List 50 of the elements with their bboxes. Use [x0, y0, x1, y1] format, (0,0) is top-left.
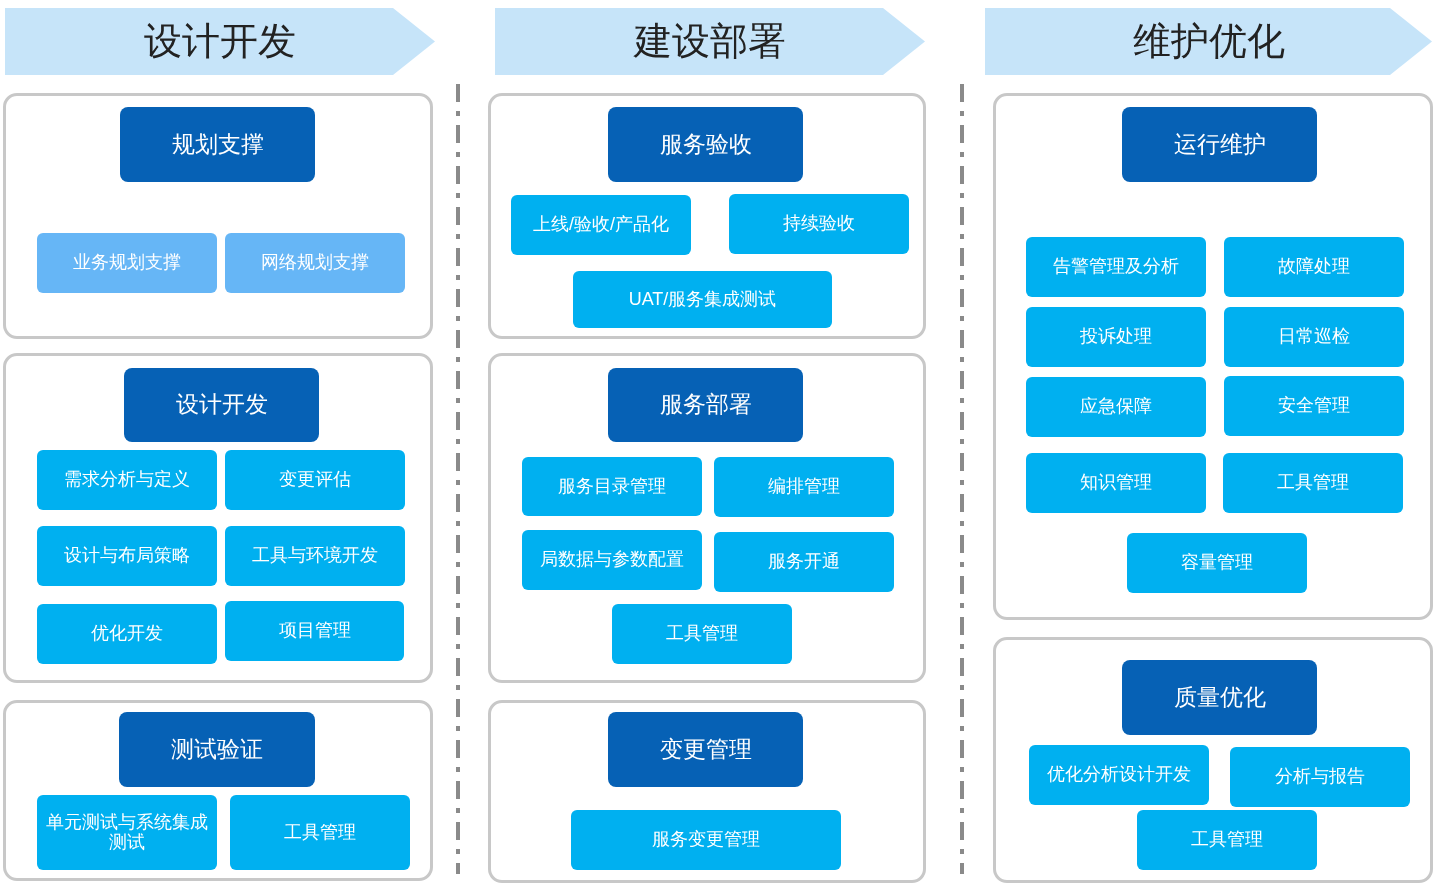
task-box: 服务变更管理: [571, 810, 841, 870]
task-box: 网络规划支撑: [225, 233, 405, 293]
phase-banner: 设计开发: [5, 8, 435, 75]
task-box: 知识管理: [1026, 453, 1206, 513]
group-panel: [3, 93, 433, 339]
section-header: 规划支撑: [120, 107, 315, 182]
task-box: 工具管理: [612, 604, 792, 664]
task-box: 单元测试与系统集成测试: [37, 795, 217, 870]
task-box: 优化开发: [37, 604, 217, 664]
group-panel: [3, 353, 433, 683]
task-box: 工具管理: [1223, 453, 1403, 513]
section-header: 设计开发: [124, 368, 319, 442]
group-panel: [993, 637, 1433, 883]
task-box: UAT/服务集成测试: [573, 271, 832, 328]
group-panel: [3, 700, 433, 881]
task-box: 安全管理: [1224, 376, 1404, 436]
task-box: 告警管理及分析: [1026, 237, 1206, 297]
task-box: 工具管理: [1137, 810, 1317, 870]
task-box: 投诉处理: [1026, 307, 1206, 367]
task-box: 工具管理: [230, 795, 410, 870]
task-box: 编排管理: [714, 457, 894, 517]
section-header: 质量优化: [1122, 660, 1317, 735]
task-box: 业务规划支撑: [37, 233, 217, 293]
task-box: 优化分析设计开发: [1029, 745, 1209, 805]
task-box: 项目管理: [225, 601, 404, 661]
section-header: 运行维护: [1122, 107, 1317, 182]
task-box: 故障处理: [1224, 237, 1404, 297]
phase-banner: 维护优化: [985, 8, 1432, 75]
task-box: 容量管理: [1127, 533, 1307, 593]
task-box: 设计与布局策略: [37, 526, 217, 586]
task-box: 日常巡检: [1224, 307, 1404, 367]
task-box: 服务目录管理: [522, 457, 702, 516]
task-box: 工具与环境开发: [225, 526, 405, 586]
task-box: 需求分析与定义: [37, 450, 217, 510]
group-panel: [488, 353, 926, 683]
section-header: 变更管理: [608, 712, 803, 787]
section-header: 服务验收: [608, 107, 803, 182]
task-box: 应急保障: [1026, 377, 1206, 437]
task-box: 局数据与参数配置: [522, 530, 702, 590]
phase-banner: 建设部署: [495, 8, 925, 75]
task-box: 分析与报告: [1230, 747, 1410, 807]
group-panel: [488, 93, 926, 339]
task-box: 服务开通: [714, 532, 894, 592]
section-header: 测试验证: [119, 712, 315, 787]
group-panel: [488, 700, 926, 883]
section-header: 服务部署: [608, 368, 803, 442]
task-box: 变更评估: [225, 450, 405, 510]
group-panel: [993, 93, 1433, 620]
task-box: 上线/验收/产品化: [511, 195, 691, 255]
task-box: 持续验收: [729, 194, 909, 254]
